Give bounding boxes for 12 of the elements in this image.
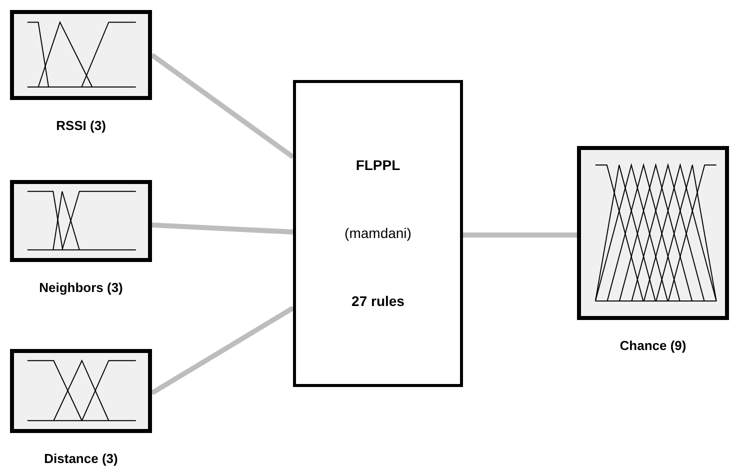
variable-label: Distance (3) <box>43 450 119 468</box>
connector-line <box>150 52 294 160</box>
node-text: 27 rules <box>352 292 404 312</box>
connector-line <box>463 232 577 238</box>
process-box <box>293 80 463 387</box>
variable-label: Neighbors (3) <box>38 279 124 297</box>
connector-line <box>152 222 294 234</box>
variable-label: RSSI (3) <box>55 117 107 135</box>
variable-label: Chance (9) <box>618 337 688 355</box>
node-text: FLPPL <box>356 156 400 175</box>
connector-line <box>150 306 294 396</box>
node-text: (mamdani) <box>344 224 412 243</box>
